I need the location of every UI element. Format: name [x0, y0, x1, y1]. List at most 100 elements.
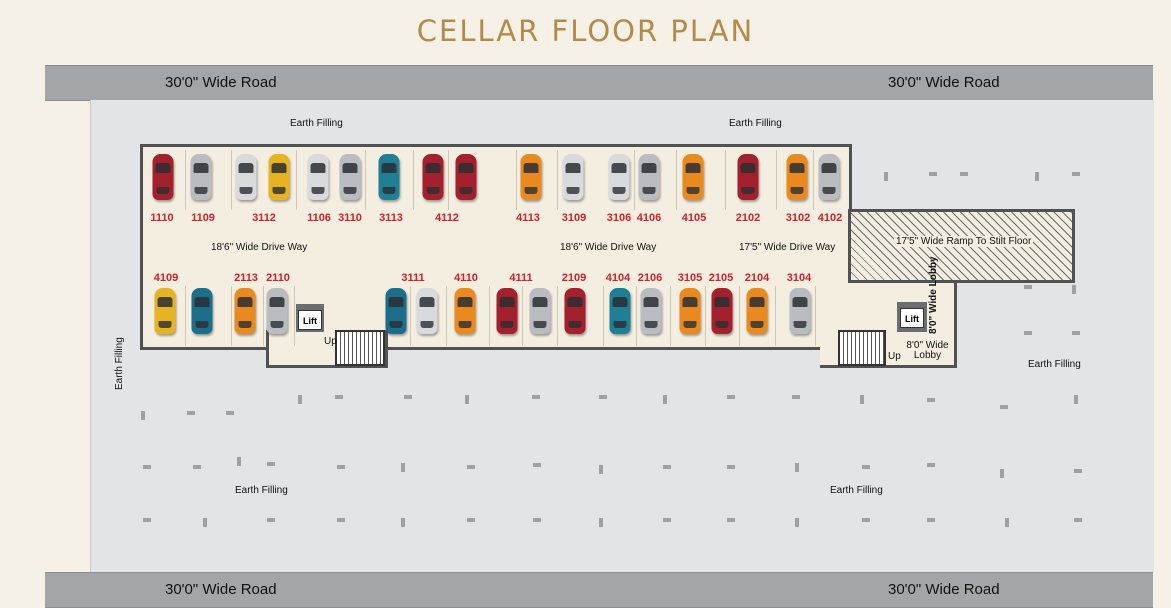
parking-number: 4109	[153, 272, 179, 284]
stair-right	[838, 330, 886, 366]
bay-divider	[446, 286, 447, 346]
parked-car	[638, 154, 660, 200]
column-marker	[533, 518, 541, 522]
column-marker	[467, 518, 475, 522]
cellar-outline	[140, 144, 852, 350]
parked-car	[564, 288, 586, 334]
column-marker	[927, 518, 935, 522]
bay-divider	[263, 286, 264, 346]
parked-car	[679, 288, 701, 334]
bay-divider	[522, 286, 523, 346]
lobby-horizontal-label: 8'0" Wide Lobby	[906, 340, 949, 361]
parked-car	[529, 288, 551, 334]
parking-number: 3112	[252, 212, 276, 224]
column-marker	[533, 463, 541, 467]
drive-way-label-3: 17'5" Wide Drive Way	[739, 242, 836, 253]
parking-number: 4102	[817, 212, 843, 224]
column-marker	[792, 395, 800, 399]
parking-number: 3104	[786, 272, 812, 284]
bay-divider	[813, 150, 814, 210]
bay-divider	[725, 150, 726, 210]
parked-car	[416, 288, 438, 334]
drive-way-label-2: 18'6" Wide Drive Way	[560, 242, 657, 253]
road-label-top-right: 30'0" Wide Road	[888, 74, 1000, 91]
column-marker	[663, 518, 671, 522]
parked-car	[191, 288, 213, 334]
column-marker	[663, 465, 671, 469]
lift-left: Lift	[298, 310, 322, 330]
bay-divider	[489, 286, 490, 346]
parked-car	[154, 288, 176, 334]
parked-car	[307, 154, 329, 200]
column-marker	[1072, 172, 1080, 176]
column-marker	[795, 518, 799, 527]
bay-divider	[775, 286, 776, 346]
column-marker	[401, 518, 405, 527]
parking-number: 4104	[605, 272, 631, 284]
column-marker	[226, 411, 234, 415]
column-marker	[929, 172, 937, 176]
parked-car	[746, 288, 768, 334]
earth-filling-left: Earth Filling	[114, 337, 125, 390]
parked-car	[562, 154, 584, 200]
column-marker	[193, 465, 201, 469]
parking-number: 1109	[191, 212, 215, 224]
parking-number: 2113	[234, 272, 258, 284]
bay-divider	[516, 150, 517, 210]
bay-divider	[294, 286, 295, 346]
column-marker	[143, 518, 151, 522]
column-marker	[927, 398, 935, 402]
column-marker	[1000, 469, 1004, 478]
parking-number: 2110	[266, 272, 290, 284]
column-marker	[298, 395, 302, 404]
column-marker	[860, 395, 864, 404]
parked-car	[455, 154, 477, 200]
column-marker	[337, 518, 345, 522]
column-marker	[727, 465, 735, 469]
bay-divider	[185, 286, 186, 346]
bay-divider	[815, 286, 816, 346]
bay-divider	[413, 150, 414, 210]
up-label-left: Up	[324, 336, 337, 347]
parked-car	[235, 154, 257, 200]
parking-number: 3102	[785, 212, 811, 224]
parked-car	[786, 154, 808, 200]
parking-number: 3105	[677, 272, 703, 284]
earth-filling-right: Earth Filling	[1028, 359, 1081, 370]
earth-filling-bottom-left: Earth Filling	[235, 485, 288, 496]
column-marker	[1074, 518, 1082, 522]
bay-divider	[670, 286, 671, 346]
bay-divider	[676, 150, 677, 210]
bay-divider	[231, 150, 232, 210]
column-marker	[663, 395, 667, 404]
earth-filling-bottom-right: Earth Filling	[830, 485, 883, 496]
parking-number: 4110	[454, 272, 478, 284]
column-marker	[337, 465, 345, 469]
parked-car	[640, 288, 662, 334]
column-marker	[141, 411, 145, 420]
parking-number: 4113	[516, 212, 540, 224]
column-marker	[1074, 395, 1078, 404]
parked-car	[339, 154, 361, 200]
drive-way-label-1: 18'6" Wide Drive Way	[211, 242, 308, 253]
earth-filling-top-right: Earth Filling	[729, 118, 782, 129]
up-label-right: Up	[888, 351, 901, 362]
column-marker	[1072, 331, 1080, 335]
column-marker	[1000, 405, 1008, 409]
parked-car	[520, 154, 542, 200]
parked-car	[789, 288, 811, 334]
bay-divider	[557, 150, 558, 210]
column-marker	[1074, 469, 1082, 473]
bay-divider	[705, 286, 706, 346]
parked-car	[266, 288, 288, 334]
road-label-bottom-left: 30'0" Wide Road	[165, 581, 277, 598]
column-marker	[1072, 285, 1076, 294]
column-marker	[237, 457, 241, 466]
column-marker	[267, 462, 275, 466]
column-marker	[335, 395, 343, 399]
parked-car	[422, 154, 444, 200]
parking-number: 3110	[338, 212, 362, 224]
ramp-label: 17'5" Wide Ramp To Stilt Floor	[894, 236, 1034, 247]
parking-number: 4105	[681, 212, 707, 224]
parked-car	[454, 288, 476, 334]
